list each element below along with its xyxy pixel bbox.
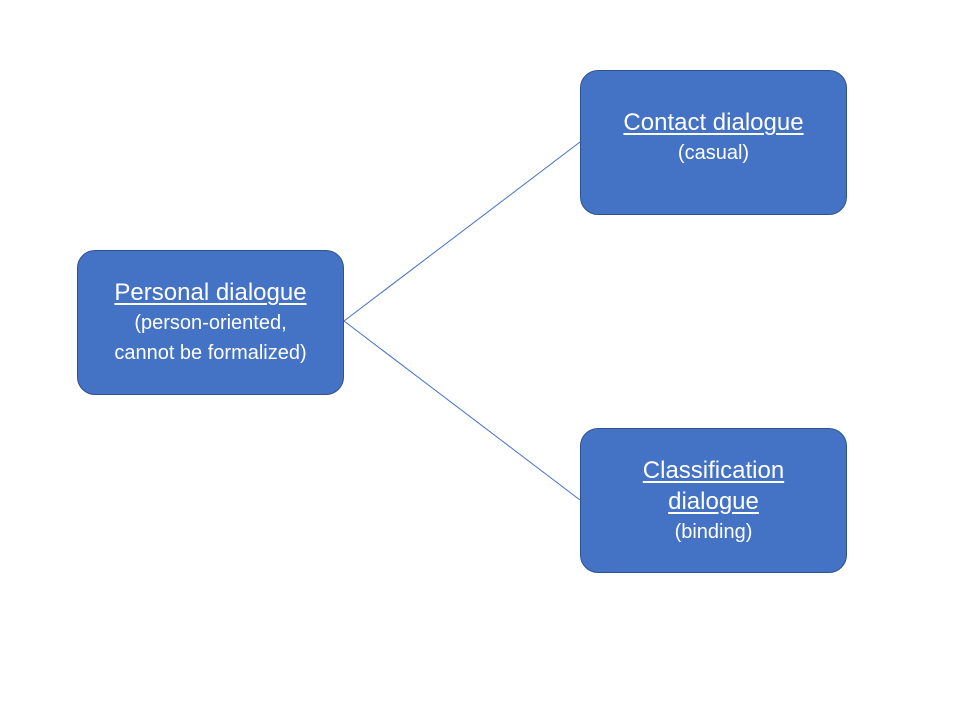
node-personal-dialogue: Personal dialogue (person-oriented, cann… [77, 250, 344, 395]
connector-personal-to-contact [343, 141, 581, 322]
classification-dialogue-title: Classification dialogue [642, 456, 785, 515]
contact-dialogue-title: Contact dialogue [623, 109, 804, 136]
classification-dialogue-subtitle: (binding) [674, 520, 753, 543]
personal-dialogue-title: Personal dialogue [114, 279, 307, 306]
connector-personal-to-classification [343, 320, 581, 501]
node-classification-dialogue: Classification dialogue (binding) [580, 428, 847, 573]
personal-dialogue-subtitle-line1: (person-oriented, [134, 312, 287, 334]
node-contact-dialogue: Contact dialogue (casual) [580, 70, 847, 215]
personal-dialogue-subtitle-line2: cannot be formalized) [114, 342, 307, 364]
contact-dialogue-subtitle: (casual) [677, 142, 750, 164]
